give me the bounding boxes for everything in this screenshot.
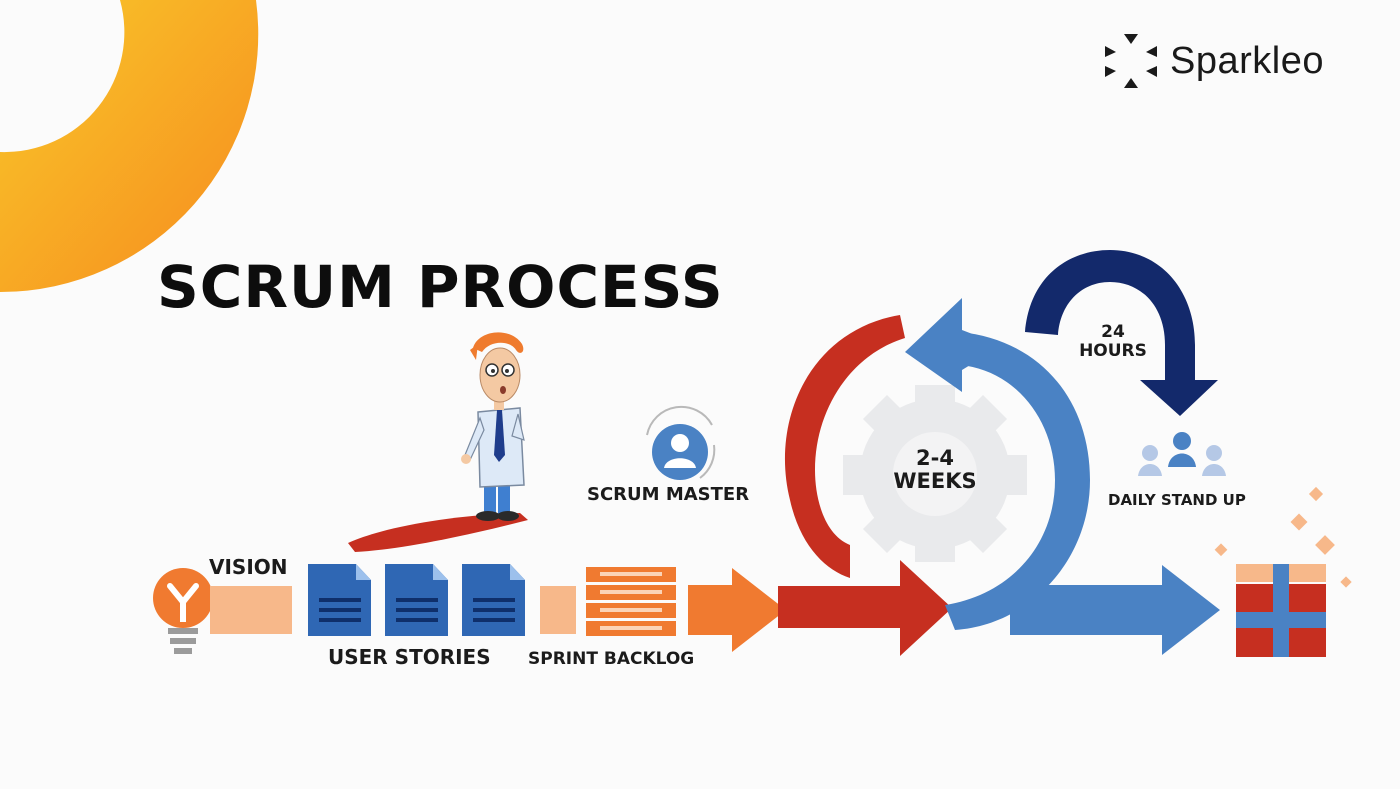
vision-connector [210, 586, 292, 634]
page-title: SCRUM PROCESS [157, 253, 724, 321]
sprint-length-number: 2-4 [916, 446, 954, 470]
user-story-document [462, 564, 525, 636]
hours-label: 24 HOURS [1068, 323, 1158, 361]
user-stories-label: USER STORIES [328, 645, 491, 669]
character-shadow [348, 513, 528, 552]
user-story-document [308, 564, 371, 636]
gear-icon [843, 385, 1027, 562]
gift-box-icon [1236, 564, 1326, 657]
scrum-master-icon [646, 405, 716, 480]
vision-label: VISION [209, 555, 288, 579]
daily-standup-label: DAILY STAND UP [1108, 491, 1246, 509]
user-story-document [385, 564, 448, 636]
brand-name: Sparkleo [1170, 39, 1324, 82]
sparkle-decorations [1214, 486, 1352, 588]
sprint-cycle-blue-arrow [905, 298, 1220, 655]
sprint-length-label: 2-4 WEEKS [880, 447, 990, 493]
sparkleo-logo-icon [1105, 34, 1157, 88]
scrum-master-label: SCRUM MASTER [587, 484, 750, 505]
sprint-backlog-label: SPRINT BACKLOG [528, 649, 695, 669]
decorative-orange-arc [0, 0, 259, 293]
sprint-length-unit: WEEKS [893, 469, 977, 493]
sprint-cycle-red-arrow [778, 315, 952, 656]
backlog-connector [540, 586, 576, 634]
daily-cycle-navy-arrow [1025, 250, 1218, 416]
sprint-backlog-stack [586, 567, 676, 636]
team-people-icon [1138, 432, 1226, 476]
lightbulb-icon [153, 568, 213, 654]
arrow-to-sprint [688, 568, 786, 652]
hours-unit: HOURS [1079, 341, 1147, 361]
product-owner-character [461, 332, 525, 521]
hours-number: 24 [1101, 322, 1125, 342]
brand-logo: Sparkleo [1100, 30, 1324, 92]
